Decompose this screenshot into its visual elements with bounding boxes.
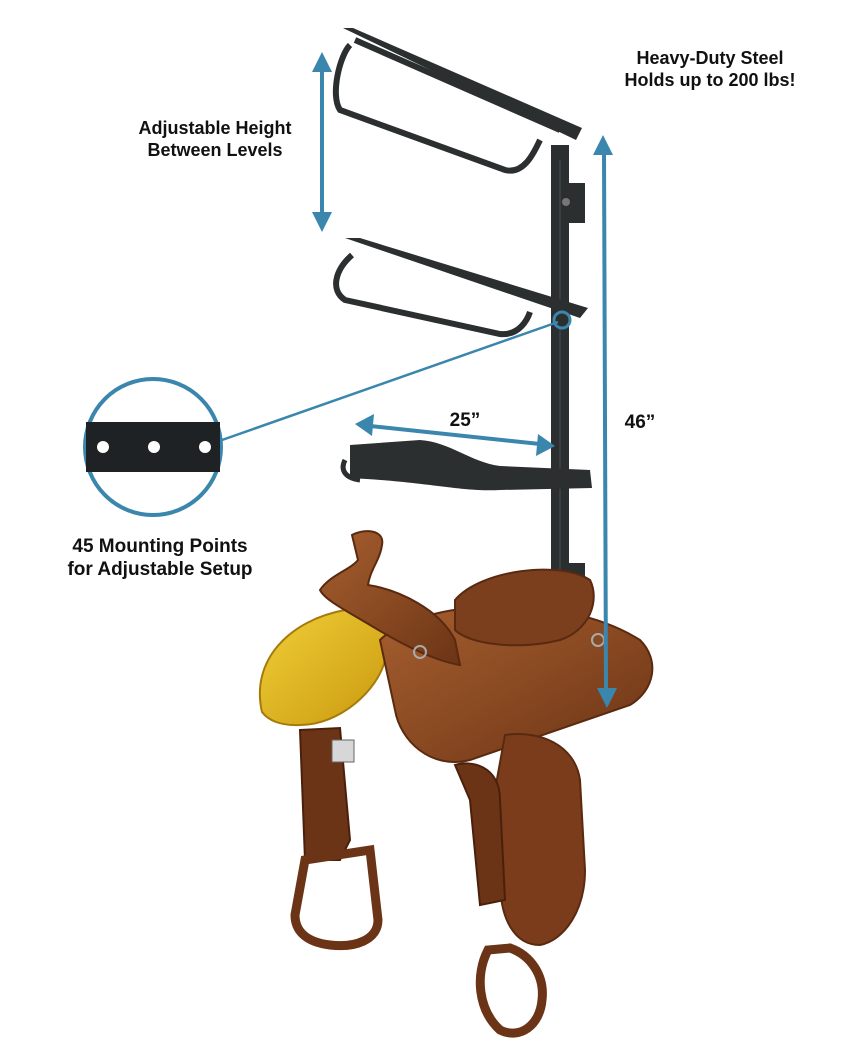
rack-post xyxy=(551,145,585,603)
height-adjust-arrow xyxy=(312,52,332,232)
callout-line: Holds up to 200 lbs! xyxy=(624,69,796,90)
saddle-seat xyxy=(454,568,595,647)
stirrup-left xyxy=(290,844,383,951)
rack-arm-middle xyxy=(333,238,588,338)
width-dimension-label: 25” xyxy=(449,410,481,431)
callout-mounting-points: 45 Mounting Points for Adjustable Setup xyxy=(40,536,280,582)
saddle-image xyxy=(259,530,654,1038)
width-arrow xyxy=(355,414,555,456)
wall-bracket xyxy=(569,183,585,223)
callout-line: Adjustable Height xyxy=(138,118,292,138)
total-height-arrow xyxy=(593,135,617,708)
callout-line: Between Levels xyxy=(147,139,283,160)
buckle-icon xyxy=(331,739,355,763)
mounting-points-zoom xyxy=(83,377,223,517)
callout-heavy-duty-steel: Heavy-Duty Steel Holds up to 200 lbs! xyxy=(600,48,820,91)
callout-line: for Adjustable Setup xyxy=(67,558,253,580)
saddle-fender xyxy=(493,733,587,947)
mount-hole xyxy=(97,441,109,453)
callout-line: 45 Mounting Points xyxy=(72,536,248,557)
stirrup-leather-right xyxy=(453,762,507,907)
saddle-horn xyxy=(318,530,462,667)
mount-hole xyxy=(148,441,160,453)
rack-arm-top xyxy=(332,28,582,174)
callout-adjustable-height: Adjustable Height Between Levels xyxy=(110,118,320,161)
mount-point-highlight xyxy=(552,310,572,330)
zoom-leader-line xyxy=(221,320,559,442)
height-dimension-label: 46” xyxy=(624,412,656,433)
callout-line: Heavy-Duty Steel xyxy=(636,48,784,68)
saddle-fleece xyxy=(259,608,390,727)
rack-arm-bottom xyxy=(340,440,592,491)
stirrup-right xyxy=(475,943,547,1038)
mount-hole xyxy=(199,441,211,453)
